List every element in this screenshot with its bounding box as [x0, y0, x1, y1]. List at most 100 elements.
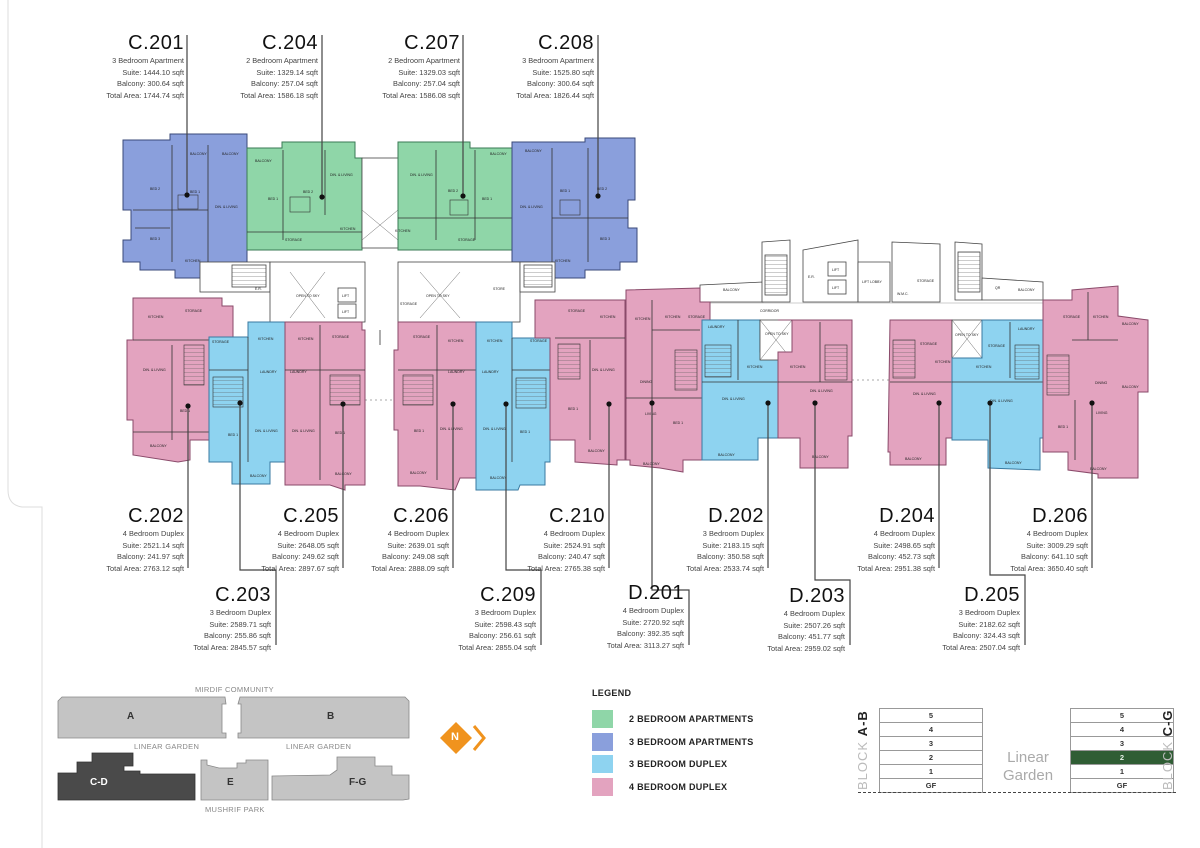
callout-c202: C.202 4 Bedroom Duplex Suite: 2521.14 sq… [106, 506, 184, 574]
svg-text:BALCONY: BALCONY [190, 152, 207, 156]
svg-text:DIN. & LIVING: DIN. & LIVING [483, 427, 506, 431]
unit-total: Total Area: 2888.09 sqft [371, 563, 449, 573]
legend-label: 2 BEDROOM APARTMENTS [629, 714, 754, 725]
unit-d204[interactable]: OPEN TO SKY STORAGE KITCHEN DIN. & LIVIN… [887, 319, 983, 466]
block-a [57, 696, 227, 739]
unit-d202[interactable]: OPEN TO SKY LAUNDRY KITCHEN DIN. & LIVIN… [701, 319, 793, 461]
unit-d201[interactable]: KITCHEN KITCHEN STORAGE DINING LIVING BE… [625, 287, 711, 473]
unit-c206[interactable]: STORAGE KITCHEN LAUNDRY BED 1 DIN. & LIV… [393, 321, 477, 491]
unit-suite: Suite: 3009.29 sqft [1026, 540, 1088, 550]
svg-text:LIVING: LIVING [645, 412, 657, 416]
svg-text:BALCONY: BALCONY [1122, 385, 1139, 389]
svg-text:BED 1: BED 1 [482, 197, 492, 201]
svg-text:BALCONY: BALCONY [723, 288, 740, 292]
unit-balcony: Balcony: 350.58 sqft [697, 552, 764, 561]
unit-code: C.207 [404, 32, 460, 54]
unit-d205[interactable]: STORAGE LAUNDRY KITCHEN DIN. & LIVING BA… [951, 319, 1044, 471]
unit-d206[interactable]: STORAGE KITCHEN BALCONY DINING LIVING BE… [1042, 285, 1149, 479]
unit-balcony: Balcony: 256.61 sqft [469, 631, 536, 640]
svg-text:STORAGE: STORAGE [688, 315, 706, 319]
core-central-c: LIFT LIFT OPEN TO SKY OPEN TO SKY STORAG… [199, 261, 556, 323]
svg-text:BED 2: BED 2 [448, 189, 458, 193]
unit-c201[interactable]: BED 2 BED 1 DIN. & LIVING BED 3 KITCHEN … [122, 133, 248, 279]
svg-text:BED 1: BED 1 [520, 430, 530, 434]
unit-d203[interactable]: KITCHEN DIN. & LIVING BALCONY [777, 319, 853, 469]
svg-text:BALCONY: BALCONY [1090, 467, 1107, 471]
unit-type: 2 Bedroom Apartment [246, 56, 318, 65]
svg-text:BED 1: BED 1 [414, 429, 424, 433]
callout-d202: D.202 3 Bedroom Duplex Suite: 2183.15 sq… [686, 506, 764, 574]
core-central-d: BALCONY LIFT LIFT E.R. LIFT LOBBY W.M.C.… [699, 239, 1044, 313]
unit-total: Total Area: 1586.08 sqft [382, 90, 460, 100]
unit-c207[interactable]: DIN. & LIVING BED 2 BED 1 KITCHEN STORAG… [395, 141, 513, 251]
svg-text:BED 1: BED 1 [335, 431, 345, 435]
unit-type: 4 Bedroom Duplex [122, 529, 184, 538]
svg-text:BED 1: BED 1 [268, 197, 278, 201]
callout-c207: C.207 2 Bedroom Apartment Suite: 1329.03… [382, 33, 460, 101]
svg-text:STORAGE: STORAGE [458, 238, 476, 242]
svg-text:BED 2: BED 2 [597, 187, 607, 191]
block-cg-name: C-G [1160, 709, 1175, 737]
linear-garden-label: Linear Garden [1003, 749, 1053, 785]
svg-text:KITCHEN: KITCHEN [600, 315, 616, 319]
svg-text:BED 1: BED 1 [228, 433, 238, 437]
svg-text:STORAGE: STORAGE [988, 344, 1006, 348]
callout-c210: C.210 4 Bedroom Duplex Suite: 2524.91 sq… [527, 506, 605, 574]
unit-total: Total Area: 2959.02 sqft [767, 643, 845, 653]
svg-text:QR: QR [995, 286, 1001, 290]
unit-c209[interactable]: KITCHEN STORAGE LAUNDRY DIN. & LIVING BE… [475, 321, 551, 491]
unit-c202[interactable]: KITCHEN STORAGE DIN. & LIVING BED 1 BALC… [126, 297, 234, 463]
unit-c210[interactable]: STORAGE KITCHEN DIN. & LIVING BED 1 BALC… [534, 299, 626, 466]
floor-stack-ab: 5 4 3 2 1 GF [879, 708, 983, 793]
svg-text:STORAGE: STORAGE [413, 335, 431, 339]
svg-text:KITCHEN: KITCHEN [976, 365, 992, 369]
svg-text:BED 1: BED 1 [180, 409, 190, 413]
floor-stack-cg: 5 4 3 2 1 GF [1070, 708, 1174, 793]
svg-text:BALCONY: BALCONY [905, 457, 922, 461]
unit-total: Total Area: 2845.57 sqft [193, 642, 271, 652]
legend-swatch-lightblue [592, 755, 613, 774]
legend-label: 3 BEDROOM DUPLEX [629, 759, 728, 770]
unit-total: Total Area: 2897.67 sqft [261, 563, 339, 573]
unit-c205[interactable]: KITCHEN STORAGE LAUNDRY DIN. & LIVING BE… [284, 321, 366, 491]
ground-line [858, 792, 1176, 793]
svg-text:LIFT LOBBY: LIFT LOBBY [862, 280, 882, 284]
svg-text:BALCONY: BALCONY [1005, 461, 1022, 465]
svg-text:DINING: DINING [1095, 381, 1108, 385]
unit-c203[interactable]: STORAGE KITCHEN LAUNDRY BED 1 DIN. & LIV… [208, 321, 286, 485]
svg-text:STORAGE: STORAGE [530, 339, 548, 343]
unit-code: C.205 [283, 505, 339, 527]
unit-balcony: Balcony: 452.73 sqft [868, 552, 935, 561]
unit-code: C.202 [128, 505, 184, 527]
unit-code: D.206 [1032, 505, 1088, 527]
unit-total: Total Area: 1586.18 sqft [240, 90, 318, 100]
svg-text:BALCONY: BALCONY [150, 444, 167, 448]
legend-item-2br-apt: 2 BEDROOM APARTMENTS [592, 708, 754, 731]
svg-text:DIN. & LIVING: DIN. & LIVING [143, 368, 166, 372]
svg-text:BED 2: BED 2 [150, 187, 160, 191]
svg-text:BALCONY: BALCONY [335, 472, 352, 476]
svg-text:KITCHEN: KITCHEN [185, 259, 201, 263]
unit-c208[interactable]: DIN. & LIVING BED 1 BED 2 BED 3 KITCHEN … [511, 137, 638, 279]
floor-2: 2 [879, 750, 983, 765]
svg-text:DIN. & LIVING: DIN. & LIVING [592, 368, 615, 372]
svg-text:STORAGE: STORAGE [185, 309, 203, 313]
unit-suite: Suite: 2720.92 sqft [622, 617, 684, 627]
unit-total: Total Area: 3113.27 sqft [606, 640, 684, 650]
unit-type: 4 Bedroom Duplex [1026, 529, 1088, 538]
unit-c204[interactable]: BED 1 BED 2 DIN. & LIVING STORAGE KITCHE… [246, 141, 363, 251]
svg-text:STORAGE: STORAGE [568, 309, 586, 313]
svg-text:BALCONY: BALCONY [812, 455, 829, 459]
svg-text:OPEN TO SKY: OPEN TO SKY [955, 333, 979, 337]
svg-text:KITCHEN: KITCHEN [448, 339, 464, 343]
unit-total: Total Area: 2533.74 sqft [686, 563, 764, 573]
floor-3: 3 [879, 736, 983, 751]
unit-code: C.209 [480, 584, 536, 606]
svg-text:BALCONY: BALCONY [525, 149, 542, 153]
svg-text:BED 1: BED 1 [560, 189, 570, 193]
unit-type: 4 Bedroom Duplex [277, 529, 339, 538]
unit-suite: Suite: 1329.03 sqft [398, 67, 460, 77]
leader-lines [186, 35, 1093, 645]
svg-text:DIN. & LIVING: DIN. & LIVING [990, 399, 1013, 403]
